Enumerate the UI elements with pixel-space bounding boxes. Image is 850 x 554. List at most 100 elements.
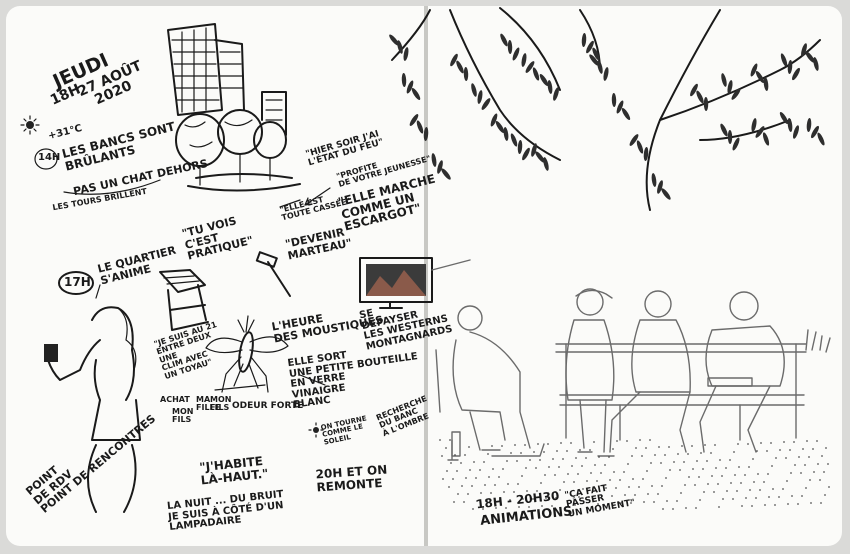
ground-dot [661,485,663,487]
ground-dot [578,496,580,498]
leaf-mark [431,153,437,167]
ground-dot [740,482,742,484]
note-my-son: MON FILS [172,407,194,425]
ground-dot [536,490,538,492]
ground-dot [588,496,590,498]
ground-dot [666,500,668,502]
leaf-mark [621,107,631,121]
ground-dot [741,505,743,507]
ground-dot [650,462,652,464]
ground-dot [827,463,829,465]
ground-dot [684,484,686,486]
leaf-mark [629,134,639,146]
leaf-mark [727,130,733,144]
note-strong-smell: ODEUR FORTE [232,401,304,411]
ground-dot [439,439,441,441]
ground-dot [503,491,505,493]
ground-dot [651,485,653,487]
leaf-mark [477,90,483,104]
ground-dot [480,492,482,494]
leaf-mark [597,60,603,74]
leaf-mark [409,114,419,126]
ground-dot [714,444,716,446]
ground-dot [797,503,799,505]
ground-dot [654,454,656,456]
leaf-mark [522,147,530,161]
leaf-mark [792,67,800,81]
ground-dot [662,508,664,510]
leaf-mark [539,74,549,86]
ground-dot [560,442,562,444]
leaf-mark [611,93,617,107]
ground-dot [471,485,473,487]
leaf-mark [553,87,559,101]
leaf-mark [792,125,800,139]
ground-dot [539,459,541,461]
ground-dot [759,489,761,491]
mosquito-drawing [205,315,289,393]
ground-dot [545,497,547,499]
ground-dot [490,492,492,494]
ground-dot [703,491,705,493]
ground-dot [756,450,758,452]
ground-dot [825,447,827,449]
leaf-mark [521,53,527,67]
ground-dot [535,467,537,469]
ground-dot [685,507,687,509]
ground-dot [468,446,470,448]
ground-dot [594,464,596,466]
ground-dot [475,477,477,479]
leaf-mark [787,118,793,132]
ground-dot [646,470,648,472]
ground-dot [579,449,581,451]
ground-dot [808,456,810,458]
note-my-son-2: MON FILS [210,395,232,413]
ground-dot [757,473,759,475]
ground-dot [679,469,681,471]
leaf-mark [690,83,698,97]
ground-dot [492,468,494,470]
leaf-mark [762,132,770,146]
ground-dot [669,469,671,471]
ground-dot [574,504,576,506]
ground-dot [660,462,662,464]
ground-dot [823,471,825,473]
annotation-arrows [63,179,331,391]
ground-dot [590,472,592,474]
ground-dot [623,471,625,473]
ground-dot [514,444,516,446]
ground-dot [638,486,640,488]
leaf-mark [500,33,508,47]
leaf-mark [661,188,671,200]
leaf-mark [603,67,609,81]
ground-dot [600,472,602,474]
leaf-mark [657,180,663,194]
ground-dot [763,481,765,483]
leaf-mark [450,53,458,67]
ground-dot [456,470,458,472]
ground-dot [722,498,724,500]
ground-dot [501,445,503,447]
leaf-mark [616,100,624,114]
ground-dot [577,473,579,475]
ground-dot [556,450,558,452]
ground-dot [695,507,697,509]
leaf-mark [811,125,819,139]
leaf-mark [512,47,520,61]
ground-dot [804,464,806,466]
leaf-mark [463,67,469,81]
ground-dot [798,456,800,458]
ground-dot [713,491,715,493]
ground-dot [786,480,788,482]
ground-dot [608,456,610,458]
ground-dot [683,461,685,463]
ground-dot [548,466,550,468]
ground-dot [460,462,462,464]
leaf-mark [813,57,819,71]
leaf-mark [780,53,788,67]
ground-dot [732,498,734,500]
ground-dot [752,458,754,460]
ground-dot [645,447,647,449]
leaf-mark [481,98,491,110]
leaf-mark [592,47,600,61]
